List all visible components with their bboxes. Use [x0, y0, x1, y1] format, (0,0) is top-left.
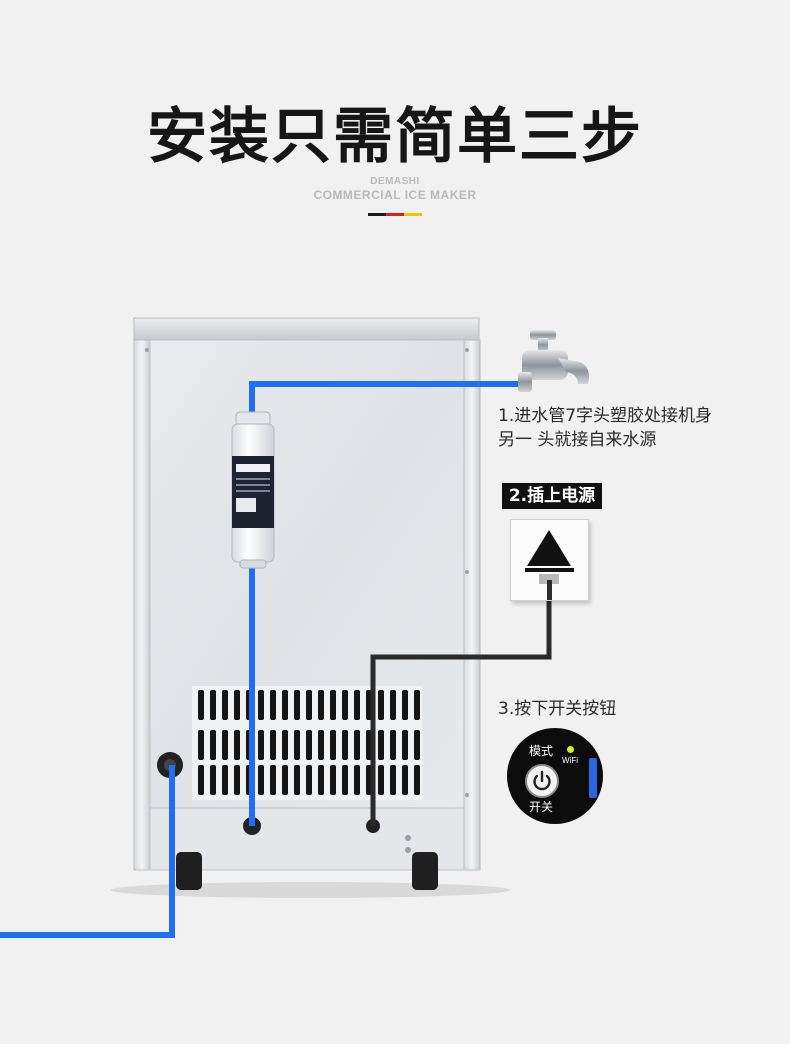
flag-stripe-black	[368, 213, 386, 216]
vent-slot	[294, 730, 300, 760]
power-socket	[510, 519, 589, 601]
vent-slot	[294, 690, 300, 720]
water-tap	[518, 330, 589, 392]
flag-stripe-yellow	[404, 213, 422, 216]
vent-slot	[222, 690, 228, 720]
vent-slot	[402, 690, 408, 720]
vent-slot	[210, 690, 216, 720]
vent-slot	[210, 765, 216, 795]
vent-slot	[234, 690, 240, 720]
blue-strip	[589, 758, 597, 798]
wifi-led-icon	[567, 746, 574, 753]
vent-slot	[282, 730, 288, 760]
vent-slot	[390, 765, 396, 795]
vent-slot	[222, 765, 228, 795]
vent-slot	[414, 730, 420, 760]
vent-slot	[306, 730, 312, 760]
vent-slot	[414, 690, 420, 720]
vent-slot	[414, 765, 420, 795]
vent-slot	[198, 765, 204, 795]
vent-slot	[234, 730, 240, 760]
power-button[interactable]	[525, 764, 559, 798]
vent-slot	[198, 730, 204, 760]
vent-slot	[270, 730, 276, 760]
vent-slot	[222, 730, 228, 760]
vent-slot	[318, 690, 324, 720]
plug-arrow-icon	[525, 530, 574, 600]
vent-slot	[378, 765, 384, 795]
vent-slot	[378, 690, 384, 720]
vent-slot	[402, 765, 408, 795]
vent-slot	[342, 690, 348, 720]
page-title: 安装只需简单三步	[147, 102, 643, 172]
step1-text-line2: 另一 头就接自来水源	[498, 430, 657, 450]
vent-slot	[354, 765, 360, 795]
step2-label: 2.插上电源	[502, 483, 602, 509]
step1-text-line1: 1.进水管7字头塑胶处接机身	[498, 406, 713, 426]
power-label: 开关	[529, 800, 554, 814]
step3-label: 3.按下开关按钮	[498, 699, 617, 719]
vent-slot	[270, 690, 276, 720]
vent-slot	[318, 765, 324, 795]
vent-slot	[330, 765, 336, 795]
vent-slot	[330, 690, 336, 720]
mode-label: 模式	[529, 744, 554, 758]
vent-slot	[210, 730, 216, 760]
vent-slot	[294, 765, 300, 795]
vent-slot	[390, 730, 396, 760]
vent-slot	[306, 690, 312, 720]
flag-stripe-red	[386, 213, 404, 216]
vent-slot	[390, 690, 396, 720]
vent-slot	[234, 765, 240, 795]
vent-slot	[282, 765, 288, 795]
vent-slot	[342, 730, 348, 760]
vent-slot	[378, 730, 384, 760]
vent-slot	[354, 730, 360, 760]
vent-slot	[198, 690, 204, 720]
brand-name: DEMASHI	[370, 176, 420, 187]
vent-slot	[318, 730, 324, 760]
vent-slot	[258, 690, 264, 720]
vent-slot	[402, 730, 408, 760]
wifi-label: WiFi	[562, 756, 578, 765]
vent-slot	[270, 765, 276, 795]
vent-slot	[306, 765, 312, 795]
vent-slot	[354, 690, 360, 720]
vent-slot	[258, 730, 264, 760]
brand-tagline: COMMERCIAL ICE MAKER	[313, 188, 477, 202]
vent-slot	[342, 765, 348, 795]
vent-slot	[258, 765, 264, 795]
vent-slot	[282, 690, 288, 720]
control-panel: 模式 WiFi 开关	[507, 728, 603, 824]
power-icon	[533, 770, 551, 791]
vent-slot	[330, 730, 336, 760]
